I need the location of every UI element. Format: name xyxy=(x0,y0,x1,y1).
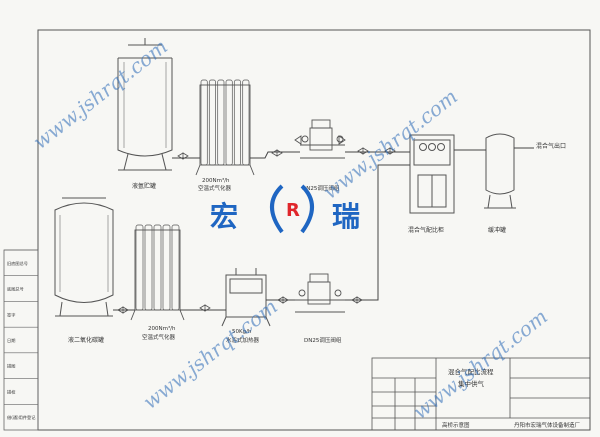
argon-vaporizer-flow: 200Nm³/h xyxy=(202,177,230,184)
valve-symbols-bottom xyxy=(117,296,363,314)
margin-row-label: 描校 xyxy=(7,388,16,395)
drawing-border xyxy=(37,29,591,431)
co2-tank xyxy=(54,197,114,317)
water-bath-heater xyxy=(221,268,271,327)
title-line-1: 混合气配比流程 xyxy=(448,367,494,376)
logo-char-left: 宏 xyxy=(210,200,238,233)
title-block xyxy=(371,357,591,431)
margin-row-label: 签字 xyxy=(7,311,15,317)
margin-row-label: 旧底图总号 xyxy=(7,260,28,267)
margin-row-label: 借(通)用件登记 xyxy=(7,414,36,421)
watermark-4: www.jshrqt.com xyxy=(408,304,552,424)
vaporizer-tube xyxy=(171,224,180,311)
vaporizer-tube xyxy=(162,224,171,311)
vaporizer-tube xyxy=(233,79,241,166)
liquid-argon-tank xyxy=(117,38,173,171)
argon-vaporizer xyxy=(195,79,255,176)
valve-group-bottom xyxy=(295,273,345,313)
logo-char-right: 瑞 xyxy=(332,200,360,233)
outlet-label: 混合气出口 xyxy=(536,142,566,150)
co2-vaporizer-name: 空温式气化器 xyxy=(142,333,176,341)
argon-vaporizer-name: 空温式气化器 xyxy=(198,184,232,192)
vaporizer-tube xyxy=(242,79,250,166)
watermark-3: www.jshrqt.com xyxy=(138,294,282,414)
water-bath-heater-flow: 50Kg/h xyxy=(232,329,252,335)
margin-row-label: 底图总号 xyxy=(7,286,24,293)
vaporizer-tube xyxy=(135,224,144,311)
title-line-2: 集中供气 xyxy=(458,379,485,388)
vaporizer-tube xyxy=(153,224,162,311)
valve-group-top-label: DN25调压阀组 xyxy=(302,184,340,192)
vaporizer-tube xyxy=(208,79,216,166)
buffer-tank-label: 缓冲罐 xyxy=(488,226,506,234)
co2-tank-label: 液二氧化碳罐 xyxy=(68,336,104,344)
margin-row-label: 日期 xyxy=(7,338,15,344)
company-name: 丹阳市宏瑞气体设备制造厂 xyxy=(514,421,581,429)
water-bath-heater-name: 水浴式加热器 xyxy=(226,336,260,344)
liquid-argon-tank-label: 液氩贮罐 xyxy=(132,182,156,190)
valve-group-top xyxy=(294,119,346,159)
co2-vaporizer xyxy=(130,224,185,321)
pipe-lines xyxy=(113,147,534,311)
watermark-2: www.jshrqt.com xyxy=(318,84,462,204)
logo-mark: R xyxy=(286,200,300,221)
vaporizer-tube xyxy=(225,79,233,166)
gas-mixer-cabinet xyxy=(409,134,455,214)
vaporizer-tube xyxy=(144,224,153,311)
vaporizer-tube xyxy=(200,79,208,166)
designer-label: 高桥示意图 xyxy=(442,421,470,429)
co2-vaporizer-flow: 200Nm³/h xyxy=(148,325,176,332)
margin-row-label: 描图 xyxy=(7,363,15,370)
valve-group-bottom-label: DN25调压阀组 xyxy=(304,336,342,344)
mixer-cabinet-label: 混合气配比柜 xyxy=(408,226,444,234)
buffer-tank xyxy=(484,133,516,209)
company-logo: 宏 R 瑞 xyxy=(210,184,360,234)
watermark-1: www.jshrqt.com xyxy=(28,34,172,154)
vaporizer-tube xyxy=(217,79,225,166)
